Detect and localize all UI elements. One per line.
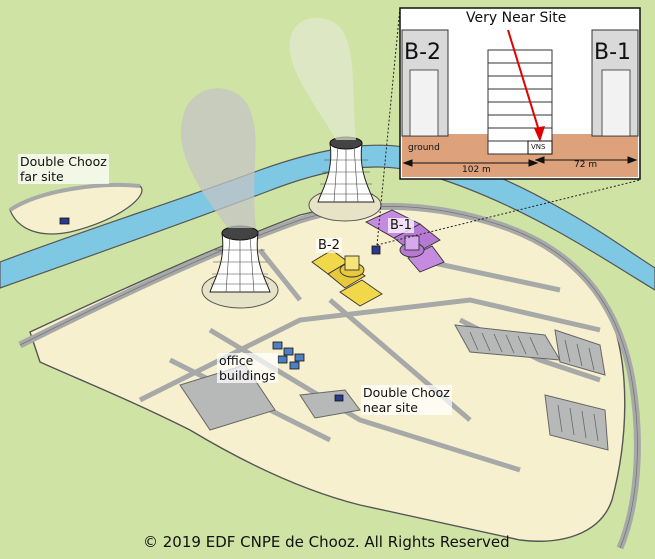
copyright-text: © 2019 EDF CNPE de Chooz. All Rights Res… [143,533,510,551]
far-site-label-line2: far site [20,169,64,184]
parking-stripes [469,331,599,442]
vns-label: VNS [531,143,546,151]
near-site-label-line2: near site [363,400,418,415]
steam-plumes [180,17,356,229]
inset-title: Very Near Site [466,10,567,26]
office-label-line2: buildings [219,368,276,383]
far-detector-building [59,217,70,225]
ground-label: ground [408,143,440,153]
parking-lots [179,324,609,451]
vns-arrow [507,29,541,135]
river [0,144,655,291]
inset-panel [399,7,641,180]
near-site-label-line1: Double Chooz [363,385,450,400]
cooling-tower-right [308,136,382,222]
far-site-label-line1: Double Chooz [20,154,107,169]
near-detector-marker [371,245,381,255]
dimension-arrows [402,156,638,167]
copyright-bar: © 2019 EDF CNPE de Chooz. All Rights Res… [0,529,655,559]
inset-b1-label: B-1 [594,40,632,65]
inset-b2-label: B-2 [404,40,442,65]
far-site [8,183,143,235]
office-buildings-label: office buildings [217,353,278,383]
office-buildings [272,341,305,370]
far-site-label: Double Chooz far site [18,154,109,184]
inset-leader-lines [376,7,641,246]
distance-72-label: 72 m [574,160,598,170]
near-site-label: Double Chooz near site [361,385,452,415]
b2-label: B-2 [316,238,342,253]
office-label-line1: office [219,353,254,368]
cooling-tower-left [201,225,279,309]
vns-tower [487,49,553,155]
distance-102-label: 102 m [462,165,491,175]
near-site-marker [334,394,344,402]
reactor-block-b2 [311,249,383,307]
b1-label: B-1 [388,218,414,233]
